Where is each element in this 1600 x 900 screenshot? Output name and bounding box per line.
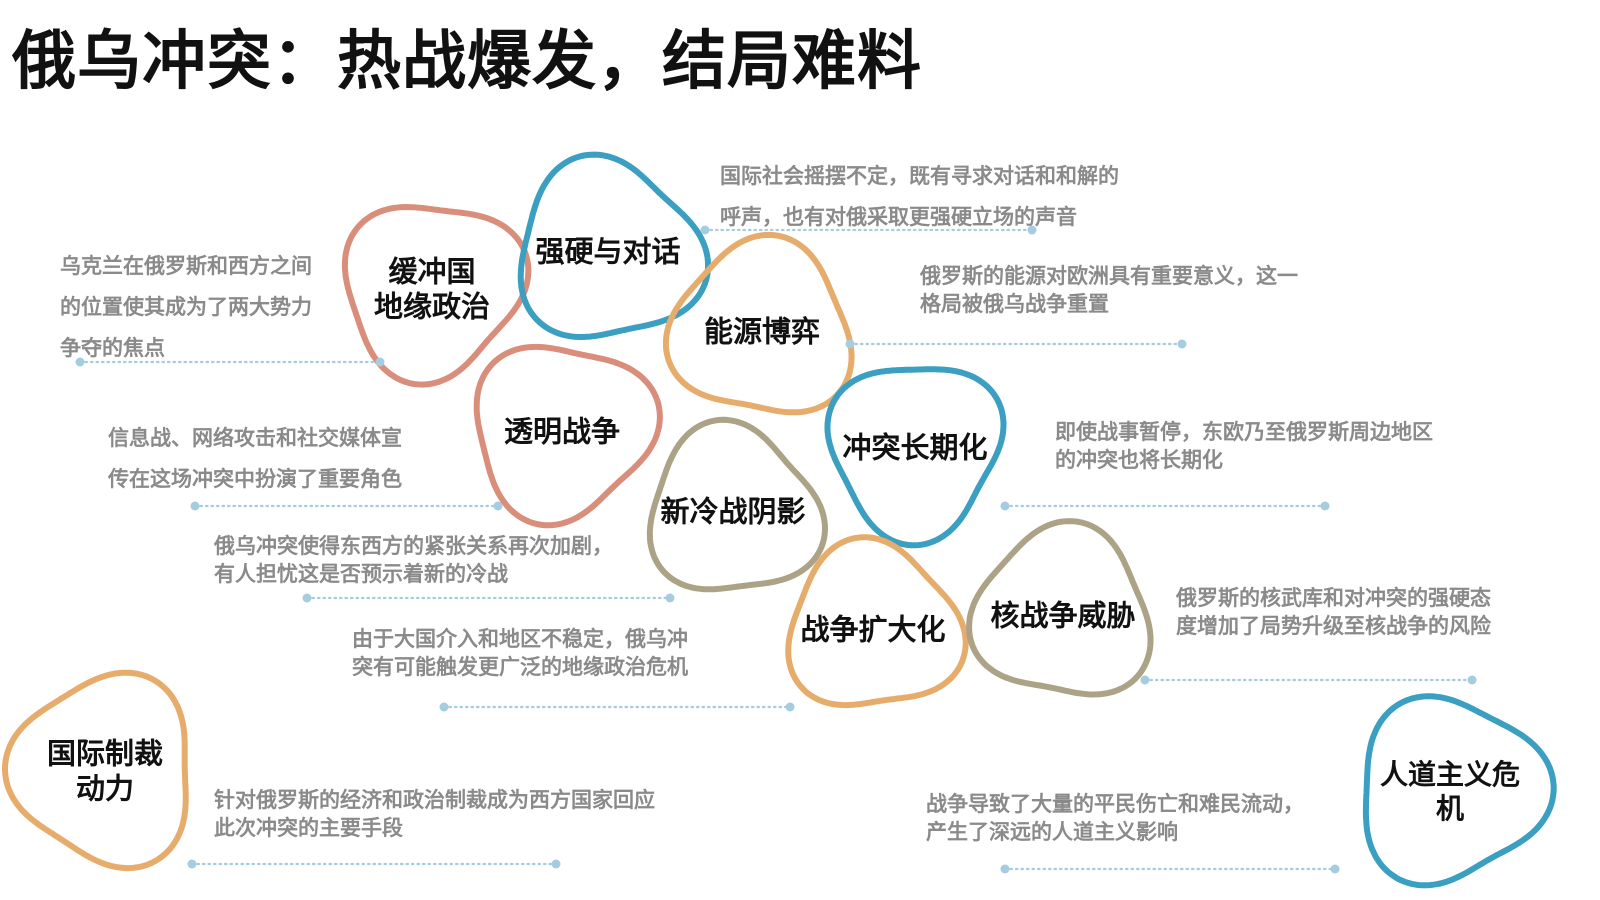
- topic-bubble-dialogue: [517, 151, 712, 340]
- connector-dot-nuclear-end: [1467, 675, 1477, 685]
- topic-description-energy: 俄罗斯的能源对欧洲具有重要意义，这一 格局被俄乌战争重置: [920, 264, 1298, 316]
- topic-label-dialogue: 强硬与对话: [535, 234, 681, 269]
- topic-description-sanctions: 针对俄罗斯的经济和政治制裁成为西方国家回应 此次冲突的主要手段: [214, 788, 655, 840]
- topic-description-escalation: 由于大国介入和地区不稳定，俄乌冲 突有可能触发更广泛的地缘政治危机: [352, 627, 688, 679]
- connector-dot-longterm-start: [1000, 501, 1010, 511]
- page-title: 俄乌冲突：热战爆发，结局难料: [12, 25, 922, 99]
- connector-dot-energy-start: [845, 339, 855, 349]
- connector-dot-energy-end: [1177, 339, 1187, 349]
- topic-label-transparent: 透明战争: [503, 414, 621, 449]
- topic-description-coldwar: 俄乌冲突使得东西方的紧张关系再次加剧， 有人担忧这是否预示着新的冷战: [214, 534, 613, 586]
- connector-dot-buffer-end: [375, 357, 385, 367]
- topic-description-nuclear: 俄罗斯的核武库和对冲突的强硬态 度增加了局势升级至核战争的风险: [1176, 586, 1491, 638]
- connector-dot-humanitarian-start: [1000, 864, 1010, 874]
- connector-dot-longterm-end: [1320, 501, 1330, 511]
- topic-bubble-energy: [662, 231, 855, 416]
- connector-dot-sanctions-start: [187, 859, 197, 869]
- connector-dot-transparent-end: [493, 501, 503, 511]
- topic-label-energy: 能源博弈: [703, 314, 821, 349]
- connector-dot-nuclear-start: [1140, 675, 1150, 685]
- topic-label-sanctions: 国际制裁 动力: [46, 736, 164, 806]
- connector-dot-coldwar-start: [302, 593, 312, 603]
- connector-dot-buffer-start: [75, 357, 85, 367]
- topic-label-longterm: 冲突长期化: [842, 430, 988, 465]
- topic-description-longterm: 即使战事暂停，东欧乃至俄罗斯周边地区 的冲突也将长期化: [1055, 420, 1433, 472]
- topic-bubble-humanitarian: [1362, 693, 1557, 889]
- connector-dot-transparent-start: [190, 501, 200, 511]
- connector-dot-escalation-end: [785, 702, 795, 712]
- topic-bubble-transparent: [473, 343, 663, 529]
- connector-dot-coldwar-end: [665, 593, 675, 603]
- topic-label-escalation: 战争扩大化: [800, 612, 946, 647]
- topic-bubble-longterm: [824, 366, 1007, 549]
- topic-label-nuclear: 核战争威胁: [990, 598, 1136, 633]
- connector-dot-humanitarian-end: [1330, 864, 1340, 874]
- topic-bubble-sanctions: [2, 669, 189, 872]
- topic-bubble-nuclear: [966, 518, 1154, 698]
- topic-description-transparent: 信息战、网络攻击和社交媒体宣 传在这场冲突中扮演了重要角色: [108, 426, 402, 491]
- topic-description-buffer: 乌克兰在俄罗斯和西方之间 的位置使其成为了两大势力 争夺的焦点: [60, 254, 312, 360]
- connector-dot-dialogue-end: [1027, 225, 1037, 235]
- topic-bubble-escalation: [785, 534, 969, 709]
- topic-bubble-buffer: [341, 204, 532, 388]
- topic-label-humanitarian: 人道主义危机: [1379, 757, 1520, 825]
- topic-label-buffer: 缓冲国 地缘政治: [373, 254, 491, 324]
- topic-description-humanitarian: 战争导致了大量的平民伤亡和难民流动， 产生了深远的人道主义影响: [926, 792, 1304, 844]
- topic-description-dialogue: 国际社会摇摆不定，既有寻求对话和和解的 呼声，也有对俄采取更强硬立场的声音: [720, 164, 1119, 229]
- topic-bubble-coldwar: [646, 416, 828, 593]
- connector-dot-escalation-start: [439, 702, 449, 712]
- connector-dot-sanctions-end: [551, 859, 561, 869]
- connector-dot-dialogue-start: [700, 225, 710, 235]
- topic-label-coldwar: 新冷战阴影: [660, 494, 806, 529]
